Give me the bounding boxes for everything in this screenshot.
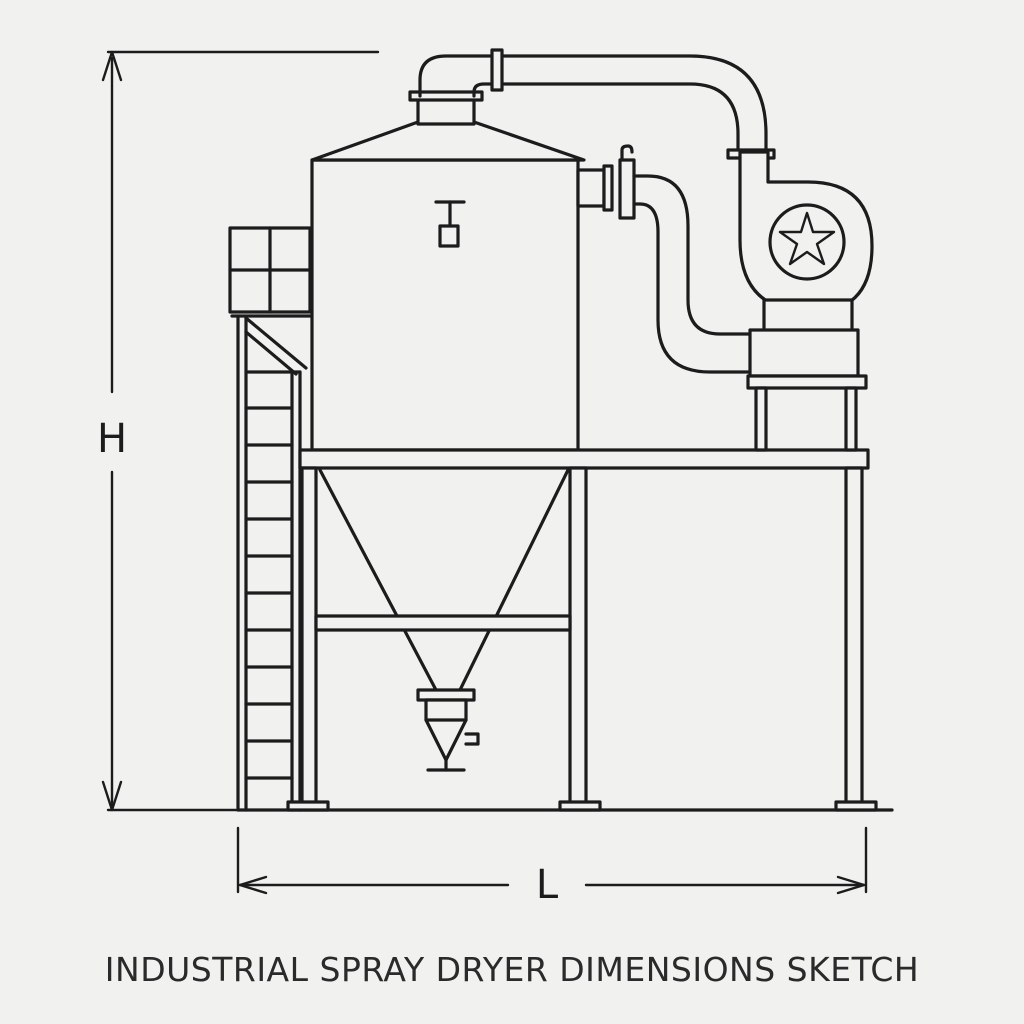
foot-middle	[558, 800, 602, 812]
fan-impeller-ring	[768, 203, 846, 281]
valve-side-port	[464, 732, 480, 746]
control-cabinet	[228, 226, 314, 318]
side-nozzle-flange	[602, 164, 614, 212]
height-arrow-bottom	[101, 780, 123, 812]
support-platform	[298, 448, 870, 470]
fan-pedestal	[762, 298, 854, 334]
duct-flange-top	[490, 48, 504, 92]
exhaust-duct-outer	[418, 54, 768, 154]
ladder-rungs	[244, 406, 294, 780]
side-valve-handle	[620, 144, 634, 162]
height-label: H	[97, 416, 127, 462]
length-arrow-right	[836, 875, 866, 895]
rotary-valve	[424, 698, 468, 762]
exhaust-duct-inner	[472, 82, 740, 154]
leg-right	[844, 466, 864, 808]
height-arrow-top	[101, 50, 123, 82]
cone-right-wall	[458, 468, 570, 692]
cone-hopper	[318, 468, 570, 772]
leg-middle	[568, 466, 588, 808]
side-duct-outer	[632, 174, 752, 336]
fan-stand-left	[754, 386, 768, 452]
foot-left	[286, 800, 330, 812]
side-valve-body	[618, 158, 636, 220]
roof-nozzle-flange	[408, 90, 484, 102]
chamber-roof	[310, 120, 586, 162]
support-legs	[286, 466, 878, 812]
side-nozzle	[576, 168, 606, 208]
ladder-brace	[244, 316, 308, 376]
cone-left-wall	[318, 468, 438, 692]
height-dimension: H	[97, 50, 380, 812]
chamber-body	[310, 158, 580, 452]
centrifugal-fan	[738, 150, 874, 452]
side-outlet-duct	[576, 144, 752, 374]
foot-right	[834, 800, 878, 812]
length-arrow-left	[238, 875, 268, 895]
diagram-caption: INDUSTRIAL SPRAY DRYER DIMENSIONS SKETCH	[104, 950, 920, 989]
side-duct-inner	[632, 202, 752, 374]
leg-left	[300, 466, 318, 808]
cross-brace	[314, 614, 572, 632]
length-label: L	[536, 862, 559, 908]
fan-stand-right	[844, 386, 858, 452]
temperature-sensor-icon	[434, 200, 466, 248]
drying-chamber	[310, 90, 586, 452]
fan-impeller-star-icon	[778, 211, 836, 266]
platform-deck	[298, 448, 870, 470]
length-dimension: L	[236, 826, 868, 908]
fan-motor-base	[748, 328, 860, 378]
access-ladder	[236, 316, 308, 812]
fan-mount-plate	[746, 374, 868, 390]
